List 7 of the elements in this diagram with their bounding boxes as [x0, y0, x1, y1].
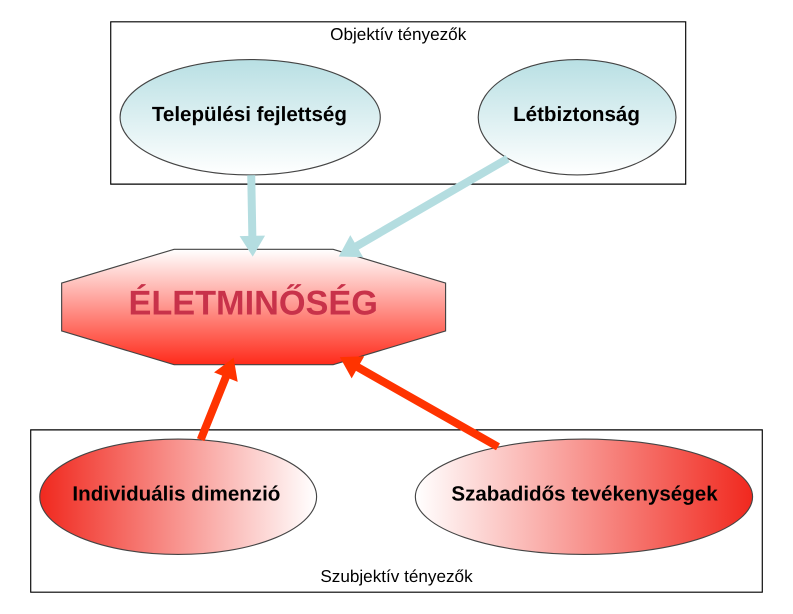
- arrow: [340, 356, 500, 450]
- node-ellipse: Szabadidős tevékenységek: [414, 438, 754, 556]
- node-ellipse: Települési fejlettség: [120, 58, 381, 176]
- arrow: [240, 175, 266, 257]
- node-ellipse: Létbiztonság: [478, 58, 677, 176]
- node-ellipse: Individuális dimenzió: [39, 438, 318, 556]
- arrow: [196, 358, 238, 442]
